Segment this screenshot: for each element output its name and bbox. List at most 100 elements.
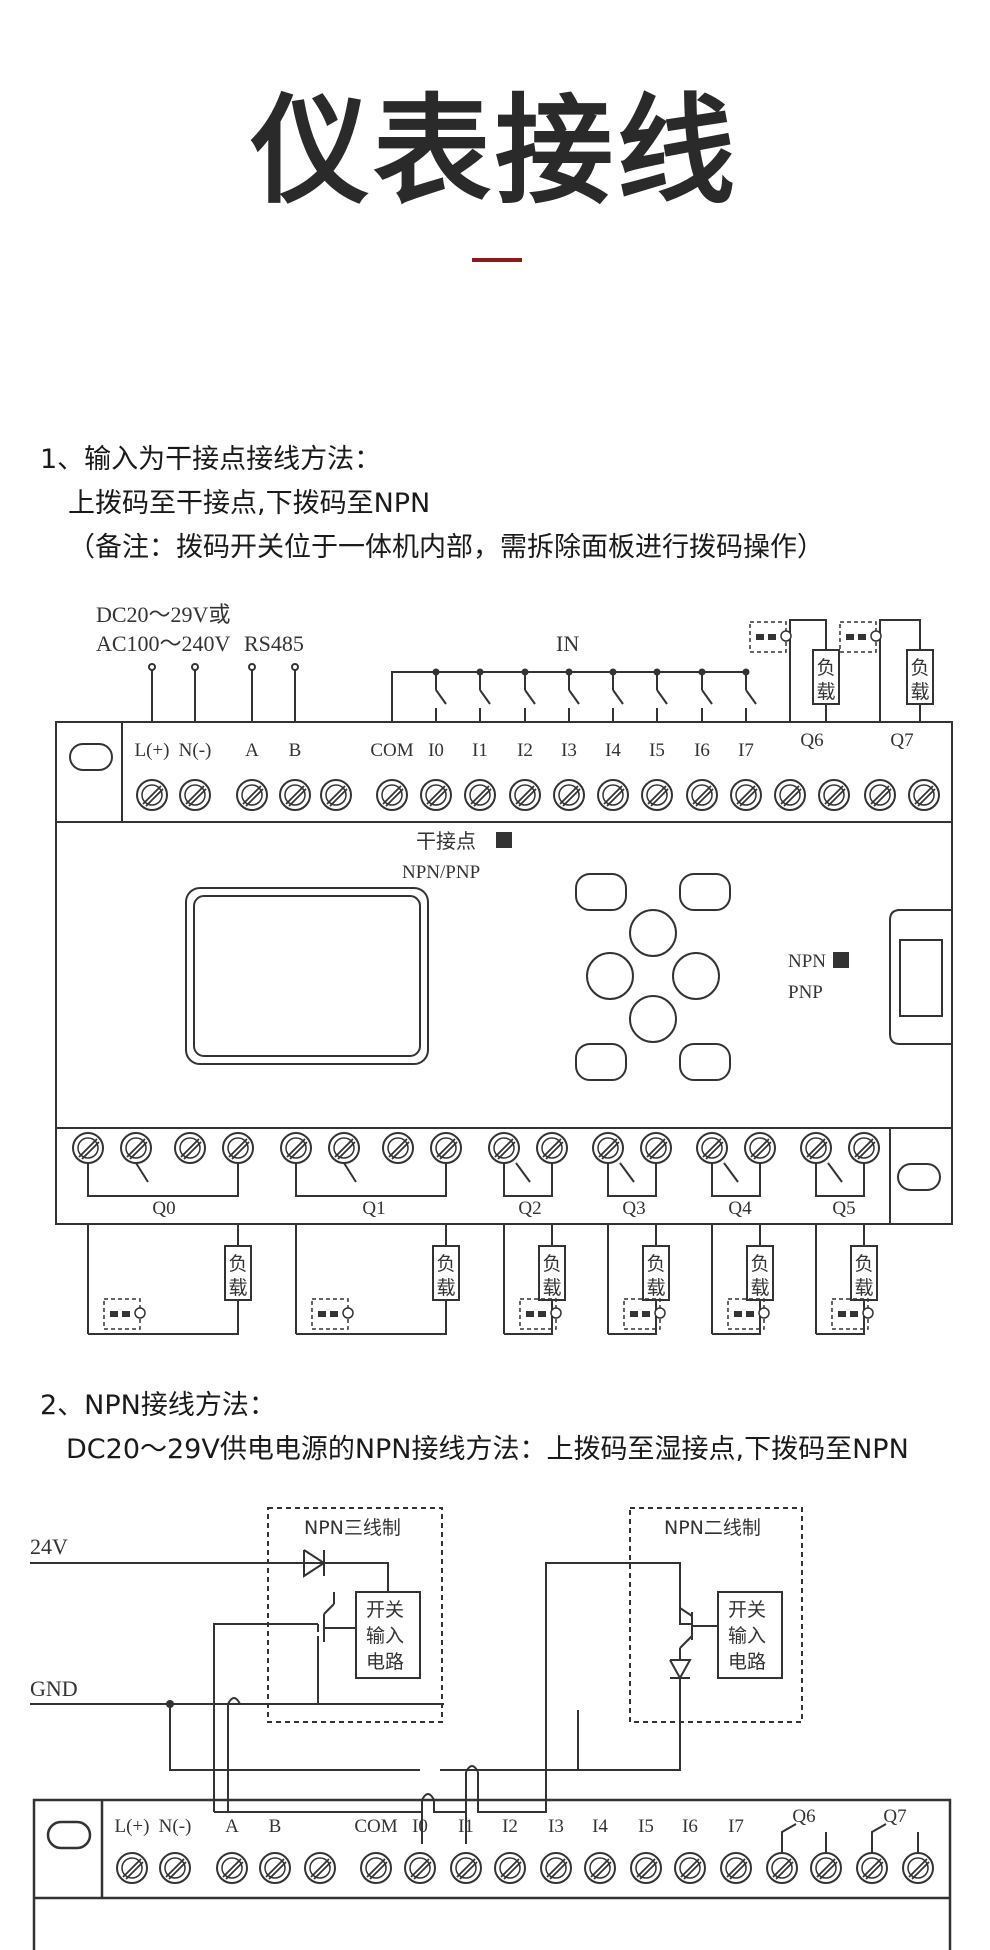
terminal2-label-i6: I6 — [682, 1816, 698, 1837]
terminal-screw-12 — [730, 779, 762, 811]
relay-label-q4: Q4 — [728, 1198, 752, 1219]
relay2-screw-q6-0 — [766, 1852, 798, 1884]
terminal2-screw-2 — [216, 1852, 248, 1884]
load-q4: 负载 — [746, 1245, 774, 1301]
load-q1: 负载 — [432, 1245, 460, 1301]
section2-line1: DC20～29V供电电源的NPN接线方法：上拨码至湿接点,下拨码至NPN — [66, 1434, 909, 1465]
terminal-screw-7 — [509, 779, 541, 811]
key-top-right — [679, 873, 731, 911]
rs485-label: RS485 — [244, 631, 304, 656]
dip-indicator-top — [496, 832, 512, 848]
svg-text:负: 负 — [542, 1253, 561, 1275]
input-switches — [435, 672, 757, 722]
svg-text:负: 负 — [816, 657, 835, 679]
terminal2-label-i2: I2 — [502, 1816, 518, 1837]
key-right — [672, 952, 720, 1000]
npn-2wire-title: NPN二线制 — [664, 1517, 761, 1539]
relay-screw-q4-0 — [696, 1132, 728, 1164]
relay-screw-q3-1 — [640, 1132, 672, 1164]
terminal-screw-6 — [464, 779, 496, 811]
relay-screw-q4-1 — [744, 1132, 776, 1164]
key-top-left — [575, 873, 627, 911]
terminal2-label-i1: I1 — [458, 1816, 474, 1837]
power-label-2: AC100～240V — [96, 631, 231, 656]
npn-2wire-box — [629, 1507, 803, 1723]
terminal2-screw-6 — [450, 1852, 482, 1884]
load-q3: 负载 — [642, 1245, 670, 1301]
terminal2-screw-8 — [540, 1852, 572, 1884]
terminal-screw-spare — [320, 779, 352, 811]
source-q2 — [519, 1298, 562, 1330]
load-q0: 负载 — [224, 1245, 252, 1301]
title-accent-rule — [472, 258, 522, 262]
npn-3wire-title: NPN三线制 — [304, 1517, 401, 1539]
terminal2-screw-spare — [304, 1852, 336, 1884]
mount-slot-2 — [46, 1820, 92, 1850]
terminal-label-a: A — [245, 740, 259, 761]
relay-label-q7: Q7 — [890, 730, 913, 751]
terminal-screw-10 — [641, 779, 673, 811]
terminal2-label-i0: I0 — [412, 1816, 428, 1837]
dip-label-npn: NPN — [788, 951, 826, 972]
mount-slot-bottom — [897, 1163, 941, 1191]
relay2-screw-q7-1 — [902, 1852, 934, 1884]
relay-label-q1: Q1 — [362, 1198, 385, 1219]
terminal-screw-9 — [597, 779, 629, 811]
relay-label-q6: Q6 — [800, 730, 823, 751]
device-body-2 — [32, 1798, 952, 1950]
terminal2-screw-12 — [720, 1852, 752, 1884]
circuit1-line3: 电路 — [366, 1651, 404, 1673]
relay-label-q2: Q2 — [518, 1198, 541, 1219]
terminal2-label-i3: I3 — [548, 1816, 564, 1837]
power-label-1: DC20～29V或 — [96, 602, 230, 627]
terminal-label-i3: I3 — [561, 740, 577, 761]
svg-text:负: 负 — [228, 1253, 247, 1275]
relay2-label-q7: Q7 — [883, 1806, 906, 1827]
terminal-screw-1 — [179, 779, 211, 811]
relay-label-q3: Q3 — [622, 1198, 645, 1219]
svg-text:载: 载 — [228, 1277, 247, 1299]
lcd-screen — [185, 887, 429, 1065]
terminal-label-n: N(-) — [179, 740, 212, 761]
dip-indicator-right — [833, 952, 849, 968]
key-down — [629, 995, 677, 1043]
terminal-screw-5 — [420, 779, 452, 811]
circuit1-line2: 输入 — [366, 1625, 404, 1647]
key-bottom-left — [575, 1043, 627, 1081]
terminal2-screw-10 — [630, 1852, 662, 1884]
load-q2: 负载 — [538, 1245, 566, 1301]
terminal2-screw-4 — [360, 1852, 392, 1884]
circuit2-line2: 输入 — [728, 1625, 766, 1647]
npn-3wire-box — [267, 1507, 443, 1723]
relay-screw-q0-2 — [174, 1132, 206, 1164]
relay-screw-q5-0 — [800, 1132, 832, 1164]
source-q4 — [727, 1298, 770, 1330]
relay-label-q0: Q0 — [152, 1198, 175, 1219]
terminal2-label-b: B — [269, 1816, 282, 1837]
svg-text:负: 负 — [854, 1253, 873, 1275]
terminal-screw-8 — [553, 779, 585, 811]
load-q7: 负载 — [906, 649, 934, 705]
dip-label-npn-pnp: NPN/PNP — [402, 862, 480, 883]
circuit1-line1: 开关 — [366, 1599, 404, 1621]
relay2-label-q6: Q6 — [792, 1806, 815, 1827]
svg-text:载: 载 — [542, 1277, 561, 1299]
relay-screw-q1-2 — [382, 1132, 414, 1164]
svg-text:负: 负 — [646, 1253, 665, 1275]
terminal2-screw-3 — [259, 1852, 291, 1884]
terminal-label-i4: I4 — [605, 740, 621, 761]
terminal2-label-a: A — [225, 1816, 239, 1837]
svg-text:载: 载 — [816, 681, 835, 703]
relay-screw-q6-1 — [818, 779, 850, 811]
input-circuit-box-1 — [355, 1591, 421, 1679]
svg-text:载: 载 — [646, 1277, 665, 1299]
terminal-label-i6: I6 — [694, 740, 710, 761]
svg-text:载: 载 — [750, 1277, 769, 1299]
load-q6: 负载 — [812, 649, 840, 705]
svg-text:负: 负 — [436, 1253, 455, 1275]
section1-line1: 上拨码至干接点,下拨码至NPN — [68, 488, 431, 519]
source-q5 — [831, 1298, 874, 1330]
relay-screw-q0-1 — [120, 1132, 152, 1164]
relay-screw-q2-0 — [488, 1132, 520, 1164]
terminal-screw-3 — [279, 779, 311, 811]
